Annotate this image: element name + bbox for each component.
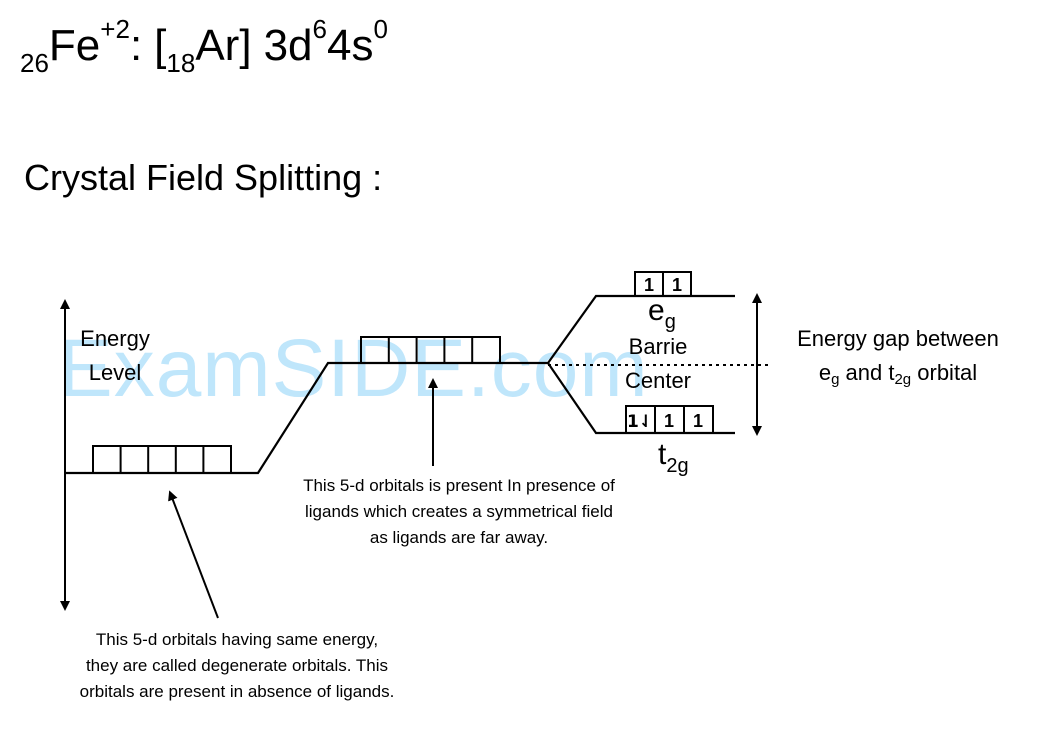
- barycenter-label: Barrie Center: [608, 330, 708, 398]
- gap-g-sub: g: [831, 371, 840, 388]
- config-4s: 4s: [326, 21, 374, 70]
- energy-gap-label-line2: eg and t2g orbital: [772, 356, 1024, 397]
- energy-gap-label-line1: Energy gap between: [797, 326, 999, 351]
- gap-and-t: and t: [839, 360, 895, 385]
- degenerate-pointer-arrow: [168, 490, 219, 619]
- energy-axis-label: Energy Level: [70, 322, 160, 390]
- degenerate-note: This 5-d orbitals having same energy, th…: [79, 630, 395, 701]
- symmetric-field-orbital-boxes: [360, 336, 501, 364]
- watermark: ExamSIDE.com: [58, 323, 649, 414]
- degenerate-orbital-boxes: [92, 445, 232, 474]
- gap-2g-sub: 2g: [894, 371, 912, 388]
- page-heading: Crystal Field Splitting :: [24, 157, 383, 198]
- ligand-note: This 5-d orbitals is present In presence…: [303, 476, 615, 547]
- electron-configuration: 26Fe+2:[18Ar]3d64s0: [20, 16, 388, 76]
- gap-orbital: orbital: [911, 360, 978, 385]
- eg-electron-1: 1: [644, 275, 654, 295]
- energy-axis-label-line1: Energy: [80, 326, 150, 351]
- element-symbol: Fe: [48, 21, 101, 70]
- eg-letter: e: [648, 294, 665, 327]
- config-3d: 3d: [263, 21, 313, 70]
- t2g-electron-paired: 1⇃: [627, 412, 653, 432]
- core-close: ]: [239, 21, 252, 70]
- eg-subscript: g: [664, 311, 676, 333]
- t2g-subscript: 2g: [666, 455, 689, 477]
- t2g-letter: t: [658, 438, 667, 471]
- formula-separator: :: [129, 21, 143, 70]
- t2g-orbital-boxes: [625, 405, 714, 434]
- t2g-label: t2g: [658, 438, 689, 477]
- gap-e: e: [818, 360, 832, 385]
- barycenter-label-line1: Barrie: [628, 334, 688, 359]
- energy-gap-label: Energy gap between eg and t2g orbital: [772, 322, 1024, 397]
- barycenter-label-line2: Center: [624, 368, 692, 393]
- t2g-electron-3: 1: [693, 411, 703, 431]
- core-number: 18: [166, 48, 196, 78]
- eg-label: eg: [648, 294, 676, 333]
- core-element: Ar: [195, 21, 240, 70]
- config-3d-exp: 6: [312, 14, 327, 44]
- energy-axis-label-line2: Level: [88, 360, 142, 385]
- ion-charge: +2: [100, 14, 130, 44]
- eg-electron-2: 1: [672, 275, 682, 295]
- eg-orbital-boxes: [634, 271, 692, 297]
- t2g-electron-2: 1: [664, 411, 674, 431]
- core-open: [: [154, 21, 167, 70]
- config-4s-exp: 0: [373, 14, 388, 44]
- atomic-number: 26: [20, 48, 49, 78]
